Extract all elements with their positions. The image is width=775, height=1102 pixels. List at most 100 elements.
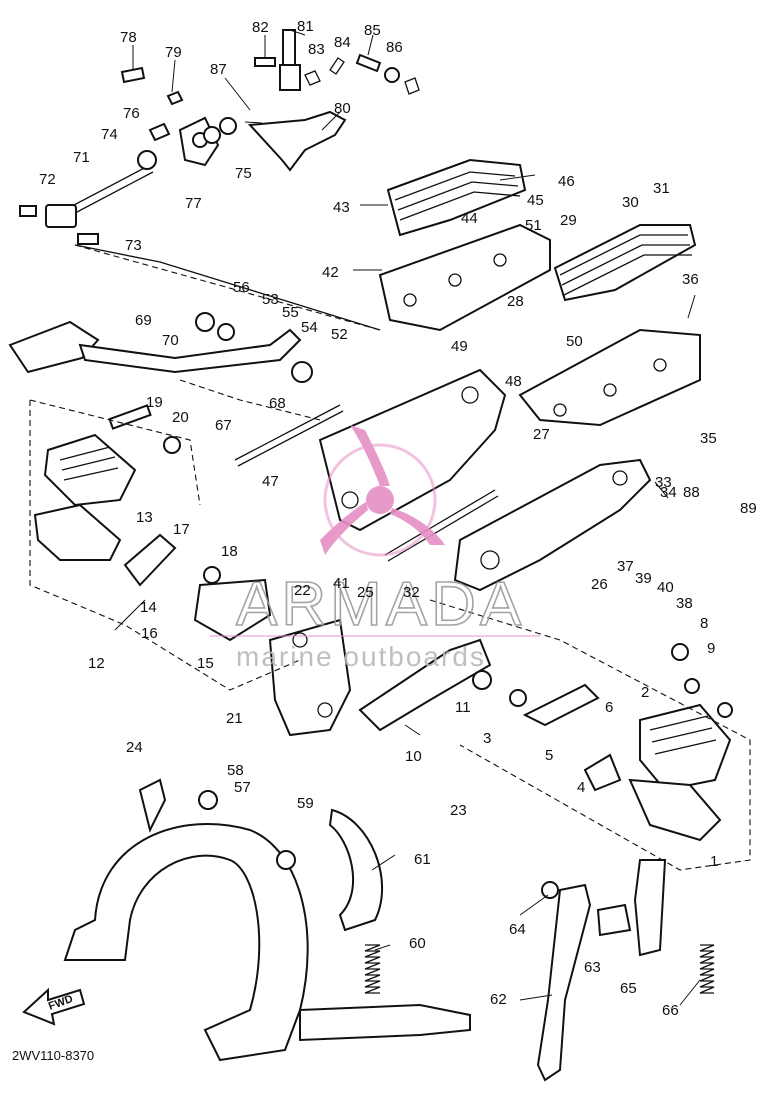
- part-number: 87: [210, 61, 227, 78]
- armada-watermark: ARMADA marine outboards: [210, 425, 540, 672]
- part-number: 76: [123, 105, 140, 122]
- center-stand-group: [63, 778, 471, 1062]
- part-number: 58: [227, 762, 244, 779]
- watermark-logo-icon: [366, 486, 394, 514]
- part-number: 43: [333, 199, 350, 216]
- part-number: 11: [455, 699, 471, 716]
- part-number: 31: [653, 180, 670, 197]
- part-number: 70: [162, 332, 179, 349]
- part-number: 32: [403, 584, 420, 601]
- part-number: 39: [635, 570, 652, 587]
- part-number: 28: [507, 293, 524, 310]
- part-number: 67: [215, 417, 232, 434]
- part-number: 10: [405, 748, 422, 765]
- part-number-labels: 1 2 3 4 5 6 8 9 10 11 12 13 14 15 16 17 …: [39, 18, 757, 1019]
- part-number: 3: [483, 730, 491, 747]
- side-stand-group: [536, 859, 715, 1082]
- part-number: 51: [525, 217, 542, 234]
- part-number: 26: [591, 576, 608, 593]
- part-number: 77: [185, 195, 202, 212]
- part-number: 65: [620, 980, 637, 997]
- part-number: 44: [461, 210, 478, 227]
- part-number: 71: [73, 149, 90, 166]
- part-number: 24: [126, 739, 143, 756]
- part-number: 46: [558, 173, 575, 190]
- part-number: 5: [545, 747, 553, 764]
- part-number: 48: [505, 373, 522, 390]
- brake-pedal-group: [8, 312, 313, 383]
- part-number: 12: [88, 655, 105, 672]
- part-number: 68: [269, 395, 286, 412]
- part-number: 80: [334, 100, 351, 117]
- left-footrest-assembly: [33, 404, 272, 642]
- part-number: 34: [660, 484, 677, 501]
- part-number: 72: [39, 171, 56, 188]
- part-number: 84: [334, 34, 351, 51]
- forward-arrow-icon: FWD: [22, 987, 86, 1026]
- part-number: 30: [622, 194, 639, 211]
- part-number: 66: [662, 1002, 679, 1019]
- right-footrest-assembly: [583, 643, 733, 842]
- part-number: 21: [226, 710, 243, 727]
- part-number: 83: [308, 41, 325, 58]
- part-number: 45: [527, 192, 544, 209]
- part-number: 36: [682, 271, 699, 288]
- part-number: 54: [301, 319, 318, 336]
- part-number: 62: [490, 991, 507, 1008]
- part-number: 18: [221, 543, 238, 560]
- part-number: 16: [141, 625, 158, 642]
- part-number: 50: [566, 333, 583, 350]
- part-number: 78: [120, 29, 137, 46]
- part-number: 37: [617, 558, 634, 575]
- watermark-title: ARMADA: [236, 570, 525, 639]
- part-number: 47: [262, 473, 279, 490]
- part-number: 42: [322, 264, 339, 281]
- part-number: 75: [235, 165, 252, 182]
- part-number: 52: [331, 326, 348, 343]
- part-number: 69: [135, 312, 152, 329]
- part-number: 63: [584, 959, 601, 976]
- part-number: 25: [357, 584, 374, 601]
- part-number: 4: [577, 779, 585, 796]
- part-number: 64: [509, 921, 526, 938]
- part-number: 23: [450, 802, 467, 819]
- part-number: 41: [333, 575, 350, 592]
- part-number: 15: [197, 655, 214, 672]
- part-number: 56: [233, 279, 250, 296]
- part-number: 38: [676, 595, 693, 612]
- watermark-subtitle: marine outboards: [236, 641, 486, 672]
- part-number: 49: [451, 338, 468, 355]
- part-number: 35: [700, 430, 717, 447]
- shift-pedal-group: [268, 618, 600, 737]
- part-number: 8: [700, 615, 708, 632]
- part-number: 9: [707, 640, 715, 657]
- part-number: 20: [172, 409, 189, 426]
- part-number: 29: [560, 212, 577, 229]
- part-number: 79: [165, 44, 182, 61]
- footrest-pads-group: [386, 158, 697, 302]
- part-number: 74: [101, 126, 118, 143]
- part-number: 27: [533, 426, 550, 443]
- part-number: 14: [140, 599, 157, 616]
- part-number: 61: [414, 851, 431, 868]
- part-number: 17: [173, 521, 190, 538]
- part-number: 33: [655, 474, 672, 491]
- footrest-brackets-group: [378, 223, 701, 427]
- part-number: 40: [657, 579, 674, 596]
- shift-linkage-group: [19, 29, 420, 331]
- part-number: 89: [740, 500, 757, 517]
- part-number: 19: [146, 394, 163, 411]
- part-number: 22: [294, 582, 311, 599]
- part-number: 88: [683, 484, 700, 501]
- part-number: 2: [641, 684, 649, 701]
- part-number: 59: [297, 795, 314, 812]
- part-number: 81: [297, 18, 314, 35]
- part-number: 82: [252, 19, 269, 36]
- part-number: 6: [605, 699, 613, 716]
- part-number: 13: [136, 509, 153, 526]
- part-number: 55: [282, 304, 299, 321]
- part-number: 85: [364, 22, 381, 39]
- diagram-code: 2WV110-8370: [12, 1048, 94, 1063]
- part-number: 60: [409, 935, 426, 952]
